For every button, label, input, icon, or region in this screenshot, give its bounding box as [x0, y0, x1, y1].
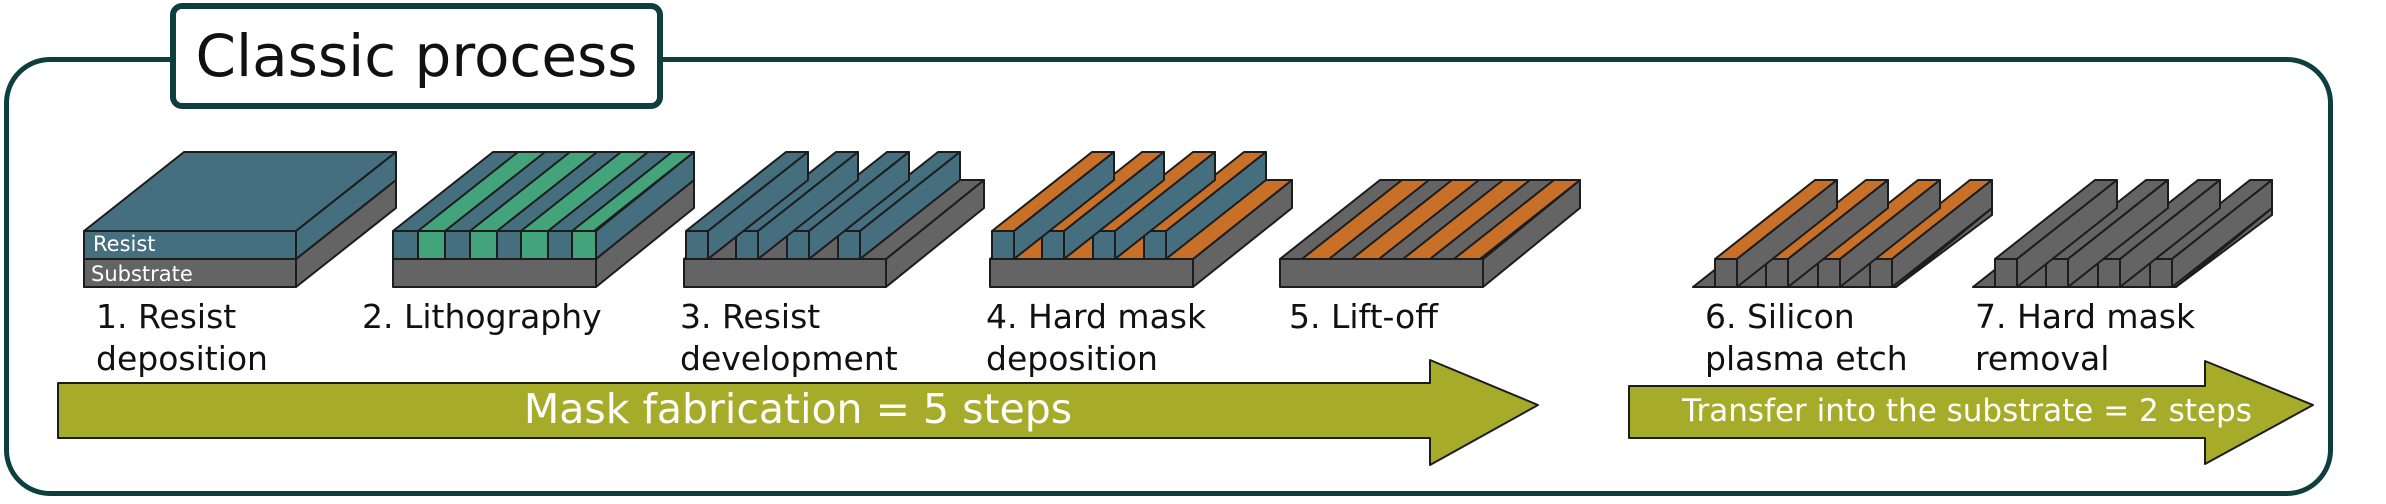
step-label: 5. Lift-off: [1289, 296, 1438, 338]
step-1-illustration: [83, 151, 397, 288]
step-label-line1: 1. Resist: [96, 297, 237, 336]
step-label-line2: deposition: [986, 339, 1158, 378]
step-label-line1: 3. Resist: [680, 297, 821, 336]
step-label-line1: 7. Hard mask: [1975, 297, 2196, 336]
step-label-line2: plasma etch: [1705, 339, 1908, 378]
transfer-arrow: [1628, 360, 2314, 465]
step-label-line2: removal: [1975, 339, 2110, 378]
step-label-line2: development: [680, 339, 898, 378]
step-label-line1: 5. Lift-off: [1289, 297, 1438, 336]
step-label: 2. Lithography: [362, 296, 602, 338]
process-frame: [4, 57, 2333, 496]
mask-fabrication-label: Mask fabrication = 5 steps: [523, 385, 1073, 433]
step-label: 1. Resist deposition: [96, 296, 268, 380]
step-label-line1: 4. Hard mask: [986, 297, 1207, 336]
mask-fabrication-arrow: [57, 359, 1539, 466]
step-2-illustration: [392, 151, 695, 288]
step-label: 3. Resist development: [680, 296, 898, 380]
page-title: Classic process: [170, 3, 663, 109]
step-3-illustration: [683, 151, 985, 288]
transfer-label: Transfer into the substrate = 2 steps: [1682, 393, 2252, 429]
step-6-illustration: [1692, 179, 1993, 288]
step-label: 6. Silicon plasma etch: [1705, 296, 1908, 380]
step-7-illustration: [1972, 179, 2273, 288]
step-4-illustration: [989, 151, 1293, 288]
substrate-layer-label: Substrate: [91, 262, 193, 286]
step-label-line1: 6. Silicon: [1705, 297, 1855, 336]
step-5-illustration: [1279, 179, 1581, 288]
step-label: 7. Hard mask removal: [1975, 296, 2195, 380]
resist-layer-label: Resist: [93, 232, 156, 256]
step-label: 4. Hard mask deposition: [986, 296, 1206, 380]
step-label-line1: 2. Lithography: [362, 297, 602, 336]
step-label-line2: deposition: [96, 339, 268, 378]
